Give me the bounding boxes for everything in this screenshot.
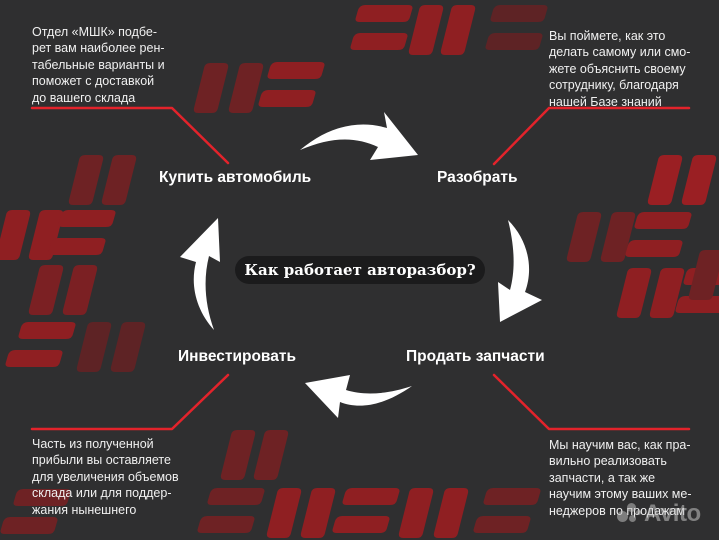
- diagram-title: Как работает авторазбор?: [244, 261, 476, 279]
- connector-sell: [492, 373, 691, 431]
- avito-logo-icon: [617, 503, 641, 525]
- description-invest: Часть из полученной прибыли вы оставляет…: [32, 437, 179, 517]
- step-buy-car: Купить автомобиль: [159, 169, 312, 186]
- connector-disassemble: [492, 106, 691, 166]
- step-sell-parts: Продать запчасти: [406, 348, 545, 365]
- description-sell: Мы научим вас, как пра- вильно реализова…: [549, 438, 692, 518]
- avito-watermark: Avito: [617, 500, 701, 528]
- center-title-pill: Как работает авторазбор?: [235, 256, 485, 284]
- arrow-buy-to-disassemble-icon: [300, 112, 418, 160]
- watermark-text: Avito: [644, 500, 701, 527]
- step-disassemble: Разобрать: [437, 169, 518, 186]
- connector-buy: [30, 106, 230, 165]
- description-disassemble: Вы поймете, как это делать самому или см…: [549, 29, 691, 109]
- description-buy: Отдел «МШК» подбе- рет вам наиболее рен-…: [32, 25, 165, 105]
- arrow-disassemble-to-sell-icon: [498, 220, 542, 322]
- arrow-sell-to-invest-icon: [305, 375, 412, 418]
- connector-invest: [30, 373, 230, 431]
- step-invest: Инвестировать: [178, 348, 296, 365]
- arrow-invest-to-buy-icon: [180, 218, 220, 330]
